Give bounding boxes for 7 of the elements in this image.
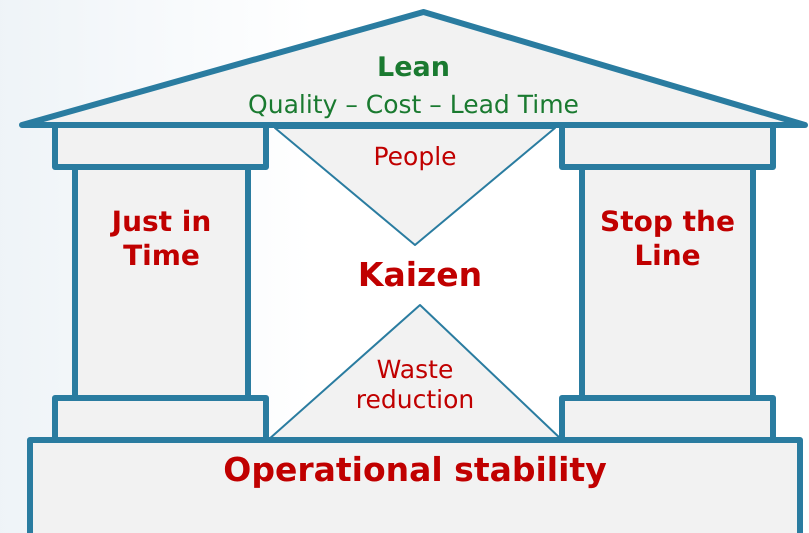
foundation-label: Operational stability bbox=[222, 450, 608, 490]
triangle-label: People bbox=[372, 142, 458, 172]
pillar-label: Stop the Line bbox=[599, 205, 736, 272]
title: Lean bbox=[376, 52, 451, 84]
center-label: Kaizen bbox=[356, 255, 484, 295]
triangle-label: Waste reduction bbox=[354, 355, 476, 415]
subtitle: Quality – Cost – Lead Time bbox=[247, 90, 580, 120]
